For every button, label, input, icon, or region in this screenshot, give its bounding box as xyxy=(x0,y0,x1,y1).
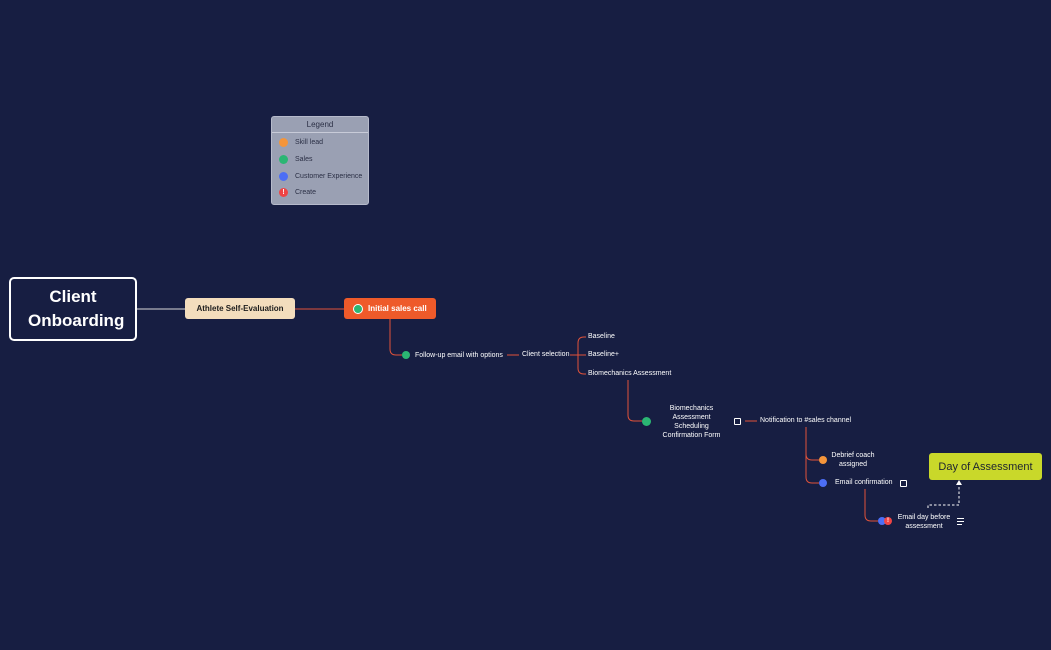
topic-day-of-assessment[interactable]: Day of Assessment xyxy=(929,453,1042,480)
topic-label: Biomechanics Assessment xyxy=(588,370,672,377)
blue-dot-icon xyxy=(878,517,886,525)
blue-dot-icon xyxy=(819,479,827,487)
topic-baseline-plus[interactable]: Baseline+ xyxy=(588,351,619,358)
topic-debrief-coach-assigned[interactable]: Debrief coach assigned xyxy=(830,451,876,469)
topic-label: Athlete Self-Evaluation xyxy=(196,304,284,313)
exclamation-icon: ! xyxy=(279,187,288,197)
external-link-icon[interactable] xyxy=(900,480,907,487)
topic-label: Client selection xyxy=(522,351,570,358)
legend-label: Create xyxy=(295,188,317,196)
legend-label: Sales xyxy=(295,155,313,163)
topic-notification-sales-channel[interactable]: Notification to #sales channel xyxy=(760,417,851,424)
topic-email-confirmation[interactable]: Email confirmation xyxy=(835,479,893,486)
topic-label: Day of Assessment xyxy=(938,460,1033,473)
topic-label: Debrief coach assigned xyxy=(831,452,875,468)
green-dot-icon xyxy=(279,154,288,164)
blue-dot-icon xyxy=(279,171,288,181)
green-dot-icon xyxy=(353,303,363,314)
topic-label: Email day before assessment xyxy=(897,514,951,530)
topic-email-day-before-assessment[interactable]: Email day before assessment xyxy=(895,513,953,531)
legend-item-create: ! Create xyxy=(279,186,316,198)
legend-label: Skill lead xyxy=(295,138,324,146)
topic-scheduling-confirmation-form[interactable]: Biomechanics Assessment Scheduling Confi… xyxy=(659,404,724,440)
topic-label: Email confirmation xyxy=(835,479,893,486)
topic-baseline[interactable]: Baseline xyxy=(588,333,615,340)
green-dot-icon xyxy=(402,351,410,359)
legend-title: Legend xyxy=(272,117,368,133)
green-dot-icon xyxy=(642,417,651,426)
legend-item-sales: Sales xyxy=(279,153,313,165)
topic-client-selection[interactable]: Client selection xyxy=(522,351,569,358)
external-link-icon[interactable] xyxy=(734,418,741,425)
topic-label: Biomechanics Assessment Scheduling Confi… xyxy=(662,405,721,439)
topic-initial-sales-call[interactable]: Initial sales call xyxy=(344,298,436,319)
root-topic-label: Client Onboarding xyxy=(28,287,125,330)
orange-dot-icon xyxy=(279,137,288,147)
topic-biomechanics-assessment[interactable]: Biomechanics Assessment xyxy=(588,370,671,377)
topic-athlete-self-evaluation[interactable]: Athlete Self-Evaluation xyxy=(185,298,295,319)
legend-item-customer-experience: Customer Experience xyxy=(279,170,362,182)
topic-label: Initial sales call xyxy=(368,304,427,313)
topic-label: Baseline xyxy=(588,333,615,340)
notes-icon[interactable] xyxy=(957,518,964,527)
legend-label: Customer Experience xyxy=(295,172,363,180)
exclamation-icon: ! xyxy=(884,517,892,525)
topic-label: Notification to #sales channel xyxy=(760,417,852,424)
topic-label: Follow-up email with options xyxy=(415,351,503,359)
legend-item-skill-lead: Skill lead xyxy=(279,136,323,148)
orange-dot-icon xyxy=(819,456,827,464)
topic-label: Baseline+ xyxy=(588,351,619,358)
root-topic-client-onboarding[interactable]: Client Onboarding xyxy=(9,277,137,341)
topic-follow-up-email[interactable]: Follow-up email with options xyxy=(402,351,503,359)
legend-panel: Legend Skill lead Sales Customer Experie… xyxy=(271,116,369,205)
